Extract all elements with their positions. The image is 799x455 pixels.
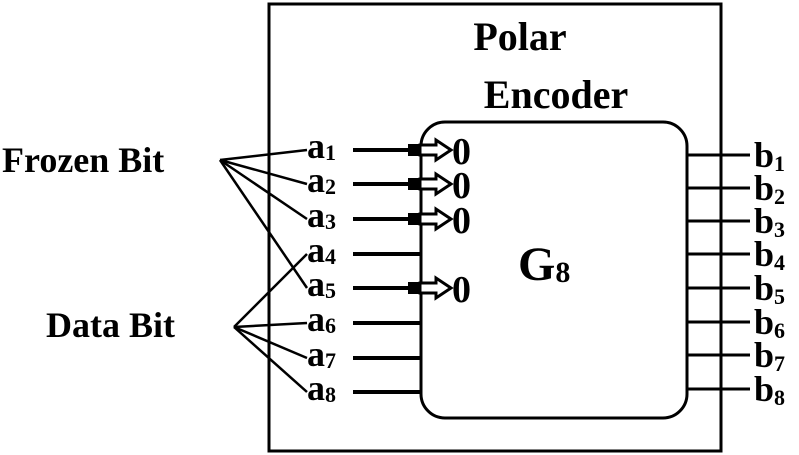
- frozen-value: 0: [452, 165, 471, 207]
- input-letter: a: [307, 195, 325, 235]
- input-row: a8: [307, 368, 421, 408]
- generator-matrix-box: [419, 120, 689, 420]
- encoder-frame: [267, 2, 723, 453]
- input-index: 5: [325, 278, 336, 303]
- frozen-value: 0: [452, 131, 471, 173]
- output-row: b8: [687, 369, 785, 410]
- input-row: a3 0: [307, 195, 471, 242]
- input-row: a1 0: [307, 126, 471, 173]
- output-index: 4: [774, 250, 785, 275]
- output-row: b1: [687, 135, 785, 176]
- output-row: b7: [687, 335, 785, 376]
- output-row: b2: [687, 168, 785, 209]
- input-index: 1: [325, 140, 336, 165]
- output-index: 7: [774, 351, 785, 376]
- frozen-bit-connectors: [218, 148, 309, 289]
- output-letter: b: [754, 135, 774, 175]
- output-letter: b: [754, 335, 774, 375]
- input-row: a6: [307, 299, 421, 339]
- output-index: 8: [774, 385, 785, 410]
- output-label: b1: [754, 135, 785, 176]
- input-letter: a: [307, 264, 325, 304]
- output-row: b4: [687, 234, 785, 275]
- output-row: b5: [687, 268, 785, 309]
- frozen-value: 0: [452, 200, 471, 242]
- encoder-title-line1: Polar: [473, 14, 566, 59]
- generator-matrix-label: G8: [518, 238, 570, 291]
- output-label: b3: [754, 201, 785, 242]
- input-letter: a: [307, 368, 325, 408]
- data-bit-connectors: [233, 253, 308, 393]
- input-label: a1: [307, 126, 336, 166]
- data-bit-label: Data Bit: [46, 305, 175, 345]
- input-index: 6: [325, 313, 336, 338]
- frozen-arrow-icon: [418, 206, 454, 232]
- output-letter: b: [754, 302, 774, 342]
- input-label: a6: [307, 299, 336, 339]
- output-row: b6: [687, 302, 785, 343]
- input-label: a4: [307, 230, 336, 270]
- input-letter: a: [307, 126, 325, 166]
- input-index: 4: [325, 244, 336, 269]
- output-letter: b: [754, 369, 774, 409]
- input-label: a8: [307, 368, 336, 408]
- frozen-arrow-icon: [418, 137, 454, 163]
- input-label: a7: [307, 334, 336, 374]
- generator-matrix-subscript: 8: [555, 256, 570, 289]
- output-letter: b: [754, 201, 774, 241]
- frozen-arrow-icon: [418, 171, 454, 197]
- output-row: b3: [687, 201, 785, 242]
- input-letter: a: [307, 230, 325, 270]
- encoder-title-line2: Encoder: [484, 72, 628, 117]
- output-label: b6: [754, 302, 785, 343]
- input-index: 2: [325, 174, 336, 199]
- output-letter: b: [754, 168, 774, 208]
- output-label: b8: [754, 369, 785, 410]
- input-row: a7: [307, 334, 421, 374]
- input-index: 3: [325, 209, 336, 234]
- input-letter: a: [307, 334, 325, 374]
- generator-matrix-symbol: G: [518, 238, 555, 291]
- input-index: 7: [325, 348, 336, 373]
- input-row: a4: [307, 230, 421, 270]
- frozen-arrow-icon: [418, 275, 454, 301]
- output-letter: b: [754, 234, 774, 274]
- input-label: a2: [307, 160, 336, 200]
- output-index: 6: [774, 318, 785, 343]
- input-row: a2 0: [307, 160, 471, 207]
- output-index: 3: [774, 217, 785, 242]
- input-row: a5 0: [307, 264, 471, 311]
- output-label: b4: [754, 234, 785, 275]
- input-label: a3: [307, 195, 336, 235]
- output-label: b5: [754, 268, 785, 309]
- frozen-value: 0: [452, 269, 471, 311]
- output-letter: b: [754, 268, 774, 308]
- output-index: 5: [774, 284, 785, 309]
- frozen-bit-label: Frozen Bit: [2, 140, 164, 180]
- input-letter: a: [307, 299, 325, 339]
- input-letter: a: [307, 160, 325, 200]
- input-label: a5: [307, 264, 336, 304]
- input-index: 8: [325, 382, 336, 407]
- output-label: b2: [754, 168, 785, 209]
- output-label: b7: [754, 335, 785, 376]
- output-index: 2: [774, 184, 785, 209]
- output-index: 1: [774, 151, 785, 176]
